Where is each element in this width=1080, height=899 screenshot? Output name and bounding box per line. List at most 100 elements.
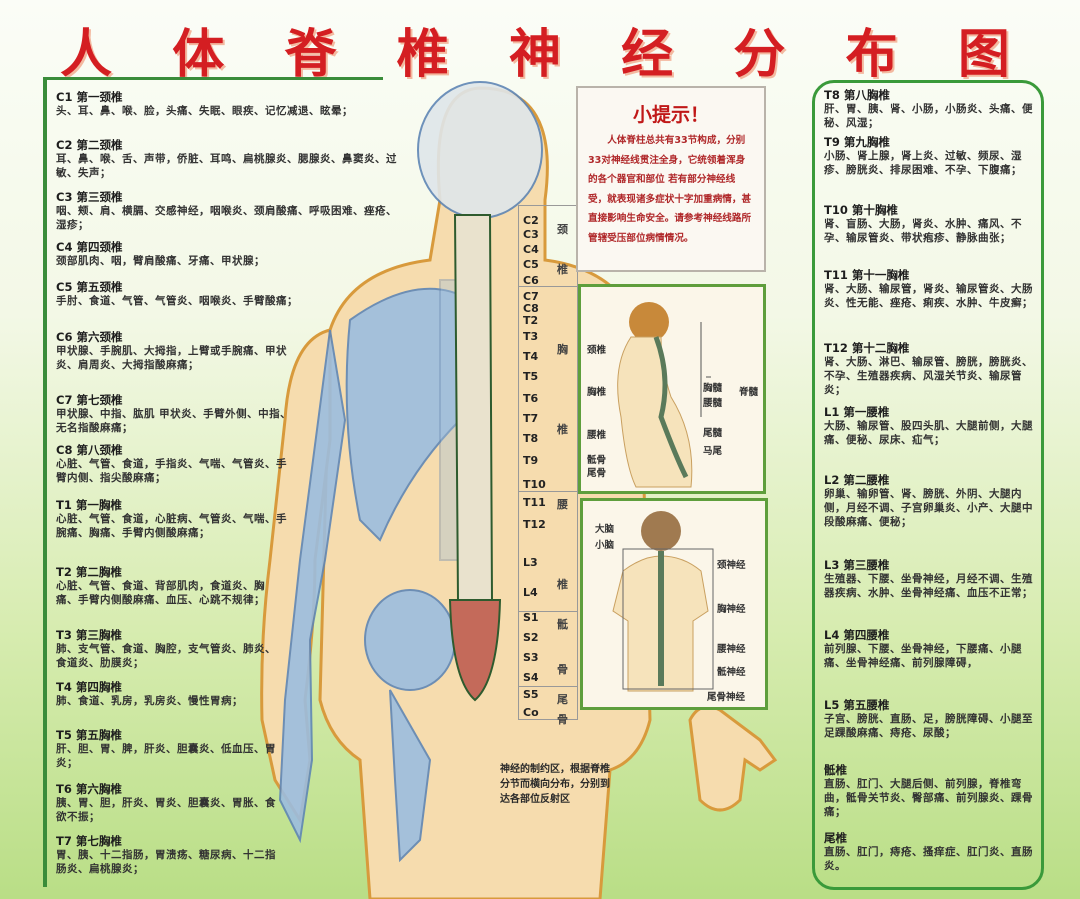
entry-text: 肺、支气管、食道、胸腔，支气管炎、肺炎、食道炎、肋膜炎； bbox=[56, 643, 276, 669]
entry-heading: T1 第一胸椎 bbox=[56, 498, 296, 512]
entry-text: 胰、胃、胆，肝炎、胃炎、胆囊炎、胃胀、食欲不振； bbox=[56, 797, 276, 823]
spine bbox=[448, 214, 502, 702]
spine-entry: T7 第七胸椎胃、胰、十二指肠，胃溃疡、糖尿病、十二指肠炎、扁桃腺炎； bbox=[56, 834, 286, 876]
spine-entry: C7 第七颈椎甲状腺、中指、肱肌 甲状炎、手臂外侧、中指、无名指酸麻痛； bbox=[56, 393, 296, 435]
vertebra-code: T6 bbox=[56, 782, 72, 796]
entry-heading: C4 第四颈椎 bbox=[56, 240, 401, 254]
vertebra-label: T12 bbox=[523, 518, 546, 531]
entry-heading: L5 第五腰椎 bbox=[824, 698, 1034, 712]
spine-entry: 尾椎直肠、肛门，痔疮、搔痒症、肛门炎、直肠炎。 bbox=[824, 831, 1034, 873]
vertebra-label: S3 bbox=[523, 651, 539, 664]
label: 颈神经 bbox=[717, 560, 746, 571]
side-view-diagram: 颈椎 胸椎 腰椎 骶骨 尾骨 胸髓 腰髓 尾髓 马尾 脊髓 bbox=[578, 284, 766, 494]
title-char: 体 bbox=[172, 24, 225, 85]
entry-text: 耳、鼻、喉、舌、声带，侨脏、耳鸣、扁桃腺炎、腮腺炎、鼻窦炎、过敏、失声； bbox=[56, 153, 397, 179]
poster-title: 人体脊椎神经分布图 bbox=[40, 12, 1030, 87]
title-char: 分 bbox=[733, 24, 786, 85]
vertebra-name: 尾椎 bbox=[824, 831, 847, 845]
label: 胸神经 bbox=[717, 604, 746, 615]
entry-text: 心脏、气管、食道，手指炎、气喘、气管炎、手臂内侧、指尖酸麻痛； bbox=[56, 458, 287, 484]
region-label: 骨 bbox=[557, 663, 568, 676]
title-char: 图 bbox=[957, 24, 1010, 85]
spine-entry: T9 第九胸椎小肠、肾上腺，肾上炎、过敏、频尿、湿疹、膀胱炎、排尿困难、不孕、下… bbox=[824, 135, 1034, 177]
back-view-figure bbox=[612, 511, 714, 692]
vertebra-label: S5 bbox=[523, 688, 539, 701]
vertebra-name: 第五胸椎 bbox=[75, 728, 122, 742]
entry-text: 肝、胆、胃、脾，肝炎、胆囊炎、低血压、胃炎； bbox=[56, 743, 276, 769]
vertebra-code: T9 bbox=[824, 135, 840, 149]
vertebra-code: C8 bbox=[56, 443, 73, 457]
vertebra-label: T6 bbox=[523, 392, 539, 405]
label: 大脑 bbox=[595, 524, 615, 535]
tip-text: 人体脊柱总共有33节构成，分别33对神经线贯注全身，它统领着浑身的各个器官和部位… bbox=[588, 135, 752, 244]
spine-entry: C2 第二颈椎耳、鼻、喉、舌、声带，侨脏、耳鸣、扁桃腺炎、腮腺炎、鼻窦炎、过敏、… bbox=[56, 138, 401, 180]
entry-heading: C8 第八颈椎 bbox=[56, 443, 296, 457]
entry-text: 肾、盲肠、大肠，肾炎、水肿、痛风、不孕、输尿管炎、带状疱疹、静脉曲张； bbox=[824, 218, 1022, 244]
entry-text: 手肘、食道、气管、气管炎、咽喉炎、手臂酸痛； bbox=[56, 295, 298, 307]
entry-heading: C7 第七颈椎 bbox=[56, 393, 296, 407]
vertebra-name: 第四颈椎 bbox=[76, 240, 123, 254]
spine-entry: L4 第四腰椎前列腺、下腰、坐骨神经，下腰痛、小腿痛、坐骨神经痛、前列腺障碍， bbox=[824, 628, 1034, 670]
entry-text: 大肠、输尿管、股四头肌、大腿前侧，大腿痛、便秘、尿床、疝气； bbox=[824, 420, 1033, 446]
title-char: 脊 bbox=[284, 24, 337, 85]
vertebra-name: 第六颈椎 bbox=[76, 330, 123, 344]
entry-text: 生殖器、下腰、坐骨神经，月经不调、生殖器疾病、水肿、坐骨神经痛、血压不正常； bbox=[824, 573, 1033, 599]
side-view-figure bbox=[617, 302, 711, 488]
spine-entry: T6 第六胸椎胰、胃、胆，肝炎、胃炎、胆囊炎、胃胀、食欲不振； bbox=[56, 782, 286, 824]
entry-heading: L1 第一腰椎 bbox=[824, 405, 1034, 419]
vertebra-label: Co bbox=[523, 706, 539, 719]
entry-heading: L2 第二腰椎 bbox=[824, 473, 1034, 487]
entry-heading: 尾椎 bbox=[824, 831, 1034, 845]
label: 腰神经 bbox=[717, 644, 746, 655]
entry-text: 直肠、肛门、大腿后侧、前列腺，脊椎弯曲，骶骨关节炎、臀部痛、前列腺炎、踝骨痛； bbox=[824, 778, 1033, 818]
spine-entry: L3 第三腰椎生殖器、下腰、坐骨神经，月经不调、生殖器疾病、水肿、坐骨神经痛、血… bbox=[824, 558, 1034, 600]
vertebra-name: 第十胸椎 bbox=[851, 203, 898, 217]
tip-heading: 小提示！ bbox=[632, 104, 709, 126]
vertebra-label: L3 bbox=[523, 556, 538, 569]
vertebra-name: 第十一胸椎 bbox=[851, 268, 910, 282]
label: 骶神经 bbox=[717, 667, 746, 678]
spine-entry: C3 第三颈椎咽、颊、肩、横膈、交感神经，咽喉炎、颈肩酸痛、呼吸困难、痤疮、湿疹… bbox=[56, 190, 401, 232]
entry-heading: T5 第五胸椎 bbox=[56, 728, 286, 742]
divider bbox=[519, 491, 577, 492]
label: 颈椎 bbox=[587, 345, 607, 356]
vertebra-name: 第四胸椎 bbox=[75, 680, 122, 694]
vertebra-label: S1 bbox=[523, 611, 539, 624]
vertebra-code: T4 bbox=[56, 680, 72, 694]
region-label: 颈 bbox=[557, 223, 568, 236]
vertebra-label: C3 bbox=[523, 228, 539, 241]
entry-heading: T7 第七胸椎 bbox=[56, 834, 286, 848]
spine-entry: T5 第五胸椎肝、胆、胃、脾，肝炎、胆囊炎、低血压、胃炎； bbox=[56, 728, 286, 770]
vertebra-code: C4 bbox=[56, 240, 73, 254]
vertebra-code: L1 bbox=[824, 405, 840, 419]
spine-entry: C8 第八颈椎心脏、气管、食道，手指炎、气喘、气管炎、手臂内侧、指尖酸麻痛； bbox=[56, 443, 296, 485]
entry-text: 肾、大肠、输尿管，肾炎、输尿管炎、大肠炎、性无能、痤疮、痢疾、水肿、牛皮癣； bbox=[824, 283, 1033, 309]
vertebra-label: T5 bbox=[523, 370, 539, 383]
tip-box: 小提示！ 人体脊柱总共有33节构成，分别33对神经线贯注全身，它统领着浑身的各个… bbox=[576, 86, 766, 272]
entry-heading: C2 第二颈椎 bbox=[56, 138, 401, 152]
spine-entry: 骶椎直肠、肛门、大腿后侧、前列腺，脊椎弯曲，骶骨关节炎、臀部痛、前列腺炎、踝骨痛… bbox=[824, 763, 1034, 819]
entry-heading: C3 第三颈椎 bbox=[56, 190, 401, 204]
entry-heading: 骶椎 bbox=[824, 763, 1034, 777]
skeleton bbox=[278, 81, 543, 863]
entry-text: 肾、大肠、淋巴、输尿管、膀胱，膀胱炎、不孕、生殖器疾病、风湿关节炎、输尿管炎； bbox=[824, 356, 1033, 396]
vertebra-name: 第九胸椎 bbox=[843, 135, 890, 149]
entry-text: 头、耳、鼻、喉、脸，头痛、失眠、眼疾、记忆减退、眩晕； bbox=[56, 105, 353, 117]
spine-entry: T12 第十二胸椎肾、大肠、淋巴、输尿管、膀胱，膀胱炎、不孕、生殖器疾病、风湿关… bbox=[824, 341, 1034, 397]
spine-entry: C5 第五颈椎手肘、食道、气管、气管炎、咽喉炎、手臂酸痛； bbox=[56, 280, 306, 308]
vertebra-label: S2 bbox=[523, 631, 539, 644]
title-char: 神 bbox=[508, 24, 561, 85]
spine-entry: C1 第一颈椎头、耳、鼻、喉、脸，头痛、失眠、眼疾、记忆减退、眩晕； bbox=[56, 90, 401, 118]
vertebra-code: C5 bbox=[56, 280, 73, 294]
divider bbox=[45, 77, 383, 80]
vertebra-code: L3 bbox=[824, 558, 840, 572]
label: 尾骨神经 bbox=[707, 692, 746, 703]
vertebra-name: 第一颈椎 bbox=[76, 90, 123, 104]
entry-text: 卵巢、输卵管、肾、膀胱、外阴、大腿内侧，月经不调、子宫卵巢炎、小产、大腿中段酸麻… bbox=[824, 488, 1033, 528]
label: 胸髓 bbox=[703, 383, 723, 394]
entry-heading: T8 第八胸椎 bbox=[824, 88, 1034, 102]
vertebra-name: 第四腰椎 bbox=[843, 628, 890, 642]
region-label: 椎 bbox=[557, 263, 568, 276]
